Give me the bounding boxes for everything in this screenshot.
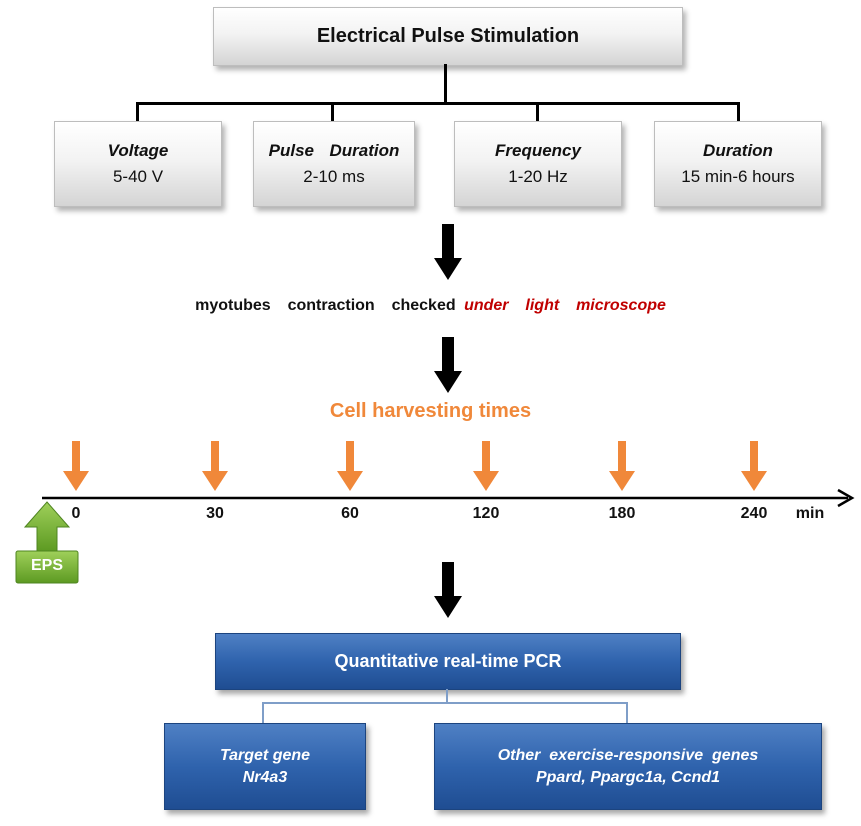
param-value-pulse-duration: 2-10 ms xyxy=(303,167,365,186)
tree-connector-pulse-duration xyxy=(331,102,334,122)
harvest-arrow-60-icon xyxy=(337,441,363,491)
contraction-check-text: myotubes contraction checked xyxy=(195,297,456,314)
pcr-connector-target xyxy=(262,702,264,724)
param-box-frequency: Frequency 1-20 Hz xyxy=(454,121,622,207)
param-box-voltage: Voltage 5-40 V xyxy=(54,121,222,207)
tick-label-180: 180 xyxy=(608,505,636,522)
param-value-duration: 15 min-6 hours xyxy=(681,167,795,186)
pcr-connector-other xyxy=(626,702,628,724)
tree-connector-bar xyxy=(136,102,739,105)
harvest-title: Cell harvesting times xyxy=(329,400,532,422)
tree-connector-frequency xyxy=(536,102,539,122)
down-arrow-icon xyxy=(434,337,462,393)
eps-title-box: Electrical Pulse Stimulation xyxy=(213,7,683,66)
param-box-duration: Duration 15 min-6 hours xyxy=(654,121,822,207)
tick-label-0: 0 xyxy=(71,505,81,522)
harvest-arrow-240-icon xyxy=(741,441,767,491)
param-name-pulse-duration: Pulse Duration xyxy=(268,141,400,160)
pcr-box: Quantitative real-time PCR xyxy=(215,633,681,690)
other-genes-list: Ppard, Ppargc1a, Ccnd1 xyxy=(535,768,721,786)
tree-connector-duration xyxy=(737,102,740,122)
harvest-arrow-0-icon xyxy=(63,441,89,491)
harvest-arrow-120-icon xyxy=(473,441,499,491)
target-gene-label: Target gene xyxy=(219,746,311,764)
param-name-voltage: Voltage xyxy=(107,141,169,160)
tick-label-30: 30 xyxy=(206,505,224,522)
harvest-arrow-30-icon xyxy=(202,441,228,491)
harvest-arrow-180-icon xyxy=(609,441,635,491)
tree-connector-trunk xyxy=(444,64,447,104)
time-unit-label: min xyxy=(795,505,825,522)
pcr-connector-bar xyxy=(262,702,628,704)
other-genes-box: Other exercise-responsive genes Ppard, P… xyxy=(434,723,822,810)
eps-up-arrow-icon xyxy=(15,501,79,584)
down-arrow-icon xyxy=(434,224,462,280)
param-name-duration: Duration xyxy=(703,141,773,160)
eps-title: Electrical Pulse Stimulation xyxy=(316,25,580,47)
pcr-title: Quantitative real-time PCR xyxy=(334,651,562,671)
param-value-voltage: 5-40 V xyxy=(112,167,164,186)
tick-label-240: 240 xyxy=(740,505,768,522)
contraction-check-caption: myotubes contraction checked under light… xyxy=(0,297,861,315)
tick-label-120: 120 xyxy=(472,505,500,522)
tick-label-60: 60 xyxy=(341,505,359,522)
param-name-frequency: Frequency xyxy=(495,141,581,160)
microscope-text: under light microscope xyxy=(464,297,666,314)
target-gene-box: Target gene Nr4a3 xyxy=(164,723,366,810)
tree-connector-voltage xyxy=(136,102,139,122)
param-value-frequency: 1-20 Hz xyxy=(508,167,568,186)
eps-label: EPS xyxy=(30,557,63,574)
down-arrow-icon xyxy=(434,562,462,618)
timeline-axis xyxy=(42,488,855,508)
target-gene-name: Nr4a3 xyxy=(242,768,288,786)
pcr-connector-trunk xyxy=(446,689,448,703)
param-box-pulse-duration: Pulse Duration 2-10 ms xyxy=(253,121,415,207)
other-genes-label: Other exercise-responsive genes xyxy=(497,746,759,764)
